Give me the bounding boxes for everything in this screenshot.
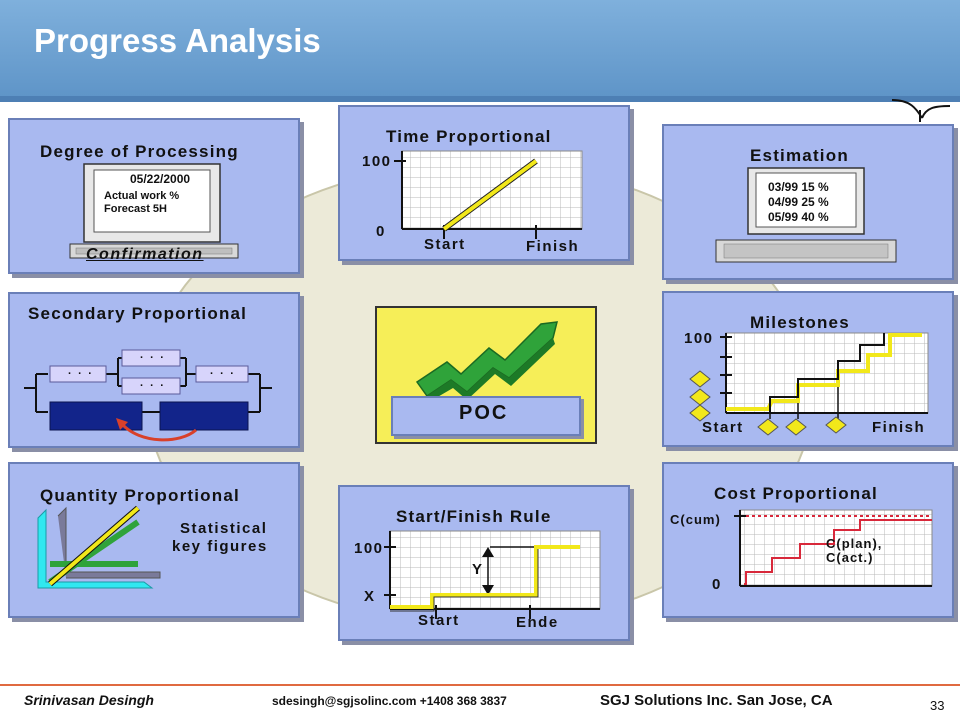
panel-degree-of-processing: Degree of Processing 05/22/2000 Actual w…	[8, 118, 300, 274]
y-difference-label: Y	[472, 561, 484, 578]
estimation-row: 03/99 15 %	[768, 180, 829, 194]
legend-actual-label: C(act.)	[826, 550, 874, 565]
panel-title: Estimation	[750, 146, 849, 165]
computer-icon	[69, 163, 239, 259]
processing-date: 05/22/2000	[130, 172, 191, 186]
panel-cost-proportional: Cost Proportional C(cum) 0 C(plan), C(ac…	[662, 462, 954, 618]
slide-header	[0, 0, 960, 96]
activity-box-label: . . .	[140, 377, 166, 389]
panel-milestones: Milestones 100 Start Finish	[662, 291, 954, 447]
footer-divider	[0, 684, 960, 686]
key-figures-label: key figures	[172, 538, 268, 555]
panel-title: Degree of Processing	[40, 142, 239, 161]
x-axis-start-label: Start	[418, 612, 460, 629]
legend-plan-label: C(plan),	[826, 536, 883, 551]
footer-contact: sdesingh@sgjsolinc.com +1408 368 3837	[272, 694, 507, 708]
slide-title: Progress Analysis	[34, 22, 321, 59]
panel-title: Secondary Proportional	[28, 304, 248, 323]
x-axis-start-label: Start	[424, 236, 466, 253]
x-axis-end-label: Ende	[516, 614, 559, 631]
panel-quantity-proportional: Quantity Proportional Statistical key fi…	[8, 462, 300, 618]
activity-box-label: . . .	[210, 365, 236, 377]
panel-title: Time Proportional	[386, 127, 552, 146]
statistical-label: Statistical	[180, 520, 268, 537]
corner-curl-decoration	[891, 99, 951, 122]
y-axis-bottom-label: 0	[712, 576, 722, 593]
y-axis-top-label: 100	[354, 540, 384, 557]
panel-estimation: Estimation 03/99 15 % 04/99 25 % 05/99 4…	[662, 124, 954, 280]
panel-title: Quantity Proportional	[40, 486, 240, 505]
confirmation-caption: Confirmation	[86, 246, 204, 263]
panel-start-finish-rule: Start/Finish Rule 100 X Y Start Ende	[338, 485, 630, 641]
processing-line-forecast: Forecast 5H	[104, 203, 167, 215]
start-finish-chart	[384, 530, 601, 619]
x-axis-start-label: Start	[702, 419, 744, 436]
processing-line-actual: Actual work %	[104, 190, 180, 202]
time-proportional-chart	[394, 150, 583, 239]
y-axis-top-label: C(cum)	[670, 512, 721, 527]
estimation-row: 04/99 25 %	[768, 195, 829, 209]
y-axis-x-label: X	[364, 588, 376, 605]
footer-company: SGJ Solutions Inc. San Jose, CA	[600, 692, 833, 709]
activity-box-label: . . .	[68, 365, 94, 377]
network-diagram	[24, 349, 272, 442]
panel-title: Milestones	[750, 313, 850, 332]
panel-time-proportional: Time Proportional 100 0 Start Finish	[338, 105, 630, 261]
poc-panel: POC	[375, 306, 597, 444]
page-number: 33	[930, 698, 945, 713]
y-axis-bottom-label: 0	[376, 223, 386, 240]
y-axis-top-label: 100	[362, 153, 392, 170]
poc-label: POC	[459, 402, 509, 424]
panel-title: Start/Finish Rule	[396, 507, 552, 526]
computer-icon	[715, 167, 897, 263]
activity-box-label: . . .	[140, 349, 166, 361]
panel-title: Cost Proportional	[714, 484, 878, 503]
x-axis-finish-label: Finish	[526, 238, 580, 255]
cost-chart	[734, 509, 933, 587]
header-divider	[0, 96, 960, 102]
y-axis-top-label: 100	[684, 330, 714, 347]
trend-arrow-icon	[415, 321, 558, 402]
poc-label-box	[391, 396, 581, 436]
milestones-chart	[689, 332, 929, 436]
panel-secondary-proportional: Secondary Proportional . . . . . . . . .…	[8, 292, 300, 448]
estimation-row: 05/99 40 %	[768, 210, 829, 224]
x-axis-finish-label: Finish	[872, 419, 926, 436]
footer-author: Srinivasan Desingh	[24, 692, 154, 708]
quantity-chart	[37, 505, 161, 589]
